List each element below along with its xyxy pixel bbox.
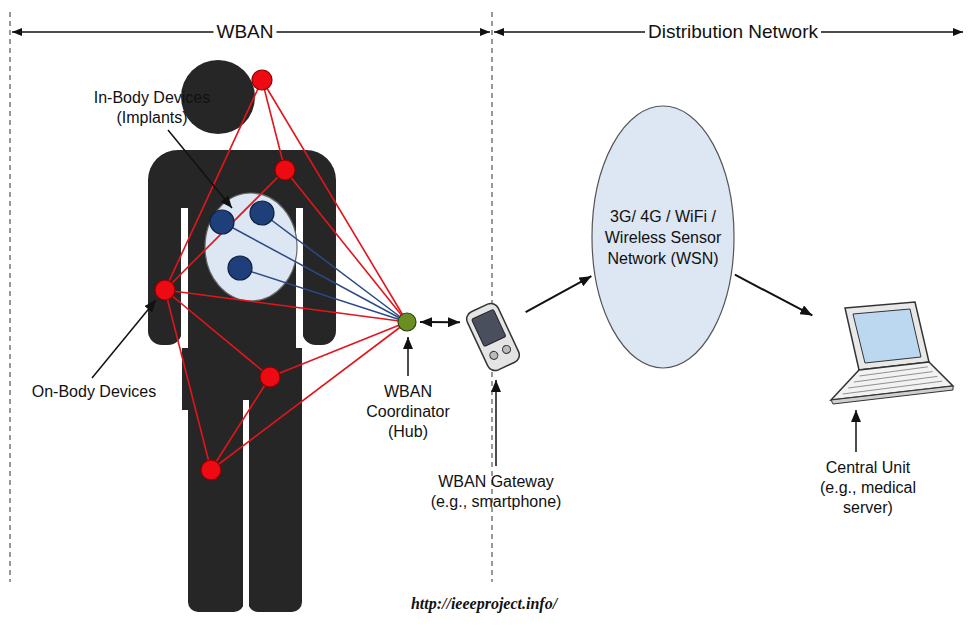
phone-node: WBAN Gateway (e.g., smartphone) [463,300,523,375]
hub-circle [398,313,416,331]
keyboard-row [859,367,927,376]
leader-arrow [407,337,409,376]
laptop-lid [845,302,929,370]
person-silhouette [148,60,336,612]
phone-body [464,301,522,373]
circle-icon [397,312,417,332]
arm [302,180,336,345]
arm-gap [296,208,303,348]
torso [182,170,302,410]
network-ellipse [592,106,734,368]
link-arrow [526,276,592,312]
network-label: 3G/ 4G / WiFi / Wireless Sensor Network … [599,206,727,269]
link-arrow [420,321,460,323]
laptop-edge [831,386,953,404]
circle-node: WBAN Coordinator (Hub) [397,312,417,332]
link-arrow [735,275,812,316]
phone-button [489,350,500,361]
leg [248,380,302,612]
arm-gap [181,208,188,348]
phone-screen [472,309,506,346]
keyboard-row [854,372,933,382]
implant-zone [205,193,297,301]
separator-line [10,12,11,582]
keyboard-row [848,376,937,388]
phone-button [501,344,512,355]
leader-arrow [168,130,232,208]
keyboard-row [843,381,943,394]
implant-devices [210,201,274,280]
section-header: Distribution Network [645,22,821,42]
node-label: WBAN Gateway (e.g., smartphone) [421,472,571,512]
smartphone-icon [464,301,522,373]
phone-icon [463,300,523,375]
on-body-devices [155,70,295,480]
leg-gap [243,400,249,615]
leader-arrow [495,380,497,466]
section-header: WBAN [214,22,277,42]
watermark: http://ieeeproject.info/ [411,594,557,614]
node-label: Central Unit (e.g., medical server) [808,458,928,518]
laptop-screen [853,309,921,363]
callout-label: On-Body Devices [32,382,157,402]
node-label: WBAN Coordinator (Hub) [358,382,458,442]
network-cloud: 3G/ 4G / WiFi / Wireless Sensor Network … [591,105,735,369]
laptop-icon [815,300,955,405]
implant-links [222,213,407,322]
callout-label: In-Body Devices (Implants) [82,88,222,128]
leader-arrow [855,410,857,452]
laptop-node: Central Unit (e.g., medical server) [815,300,955,405]
leader-arrow [92,300,156,378]
